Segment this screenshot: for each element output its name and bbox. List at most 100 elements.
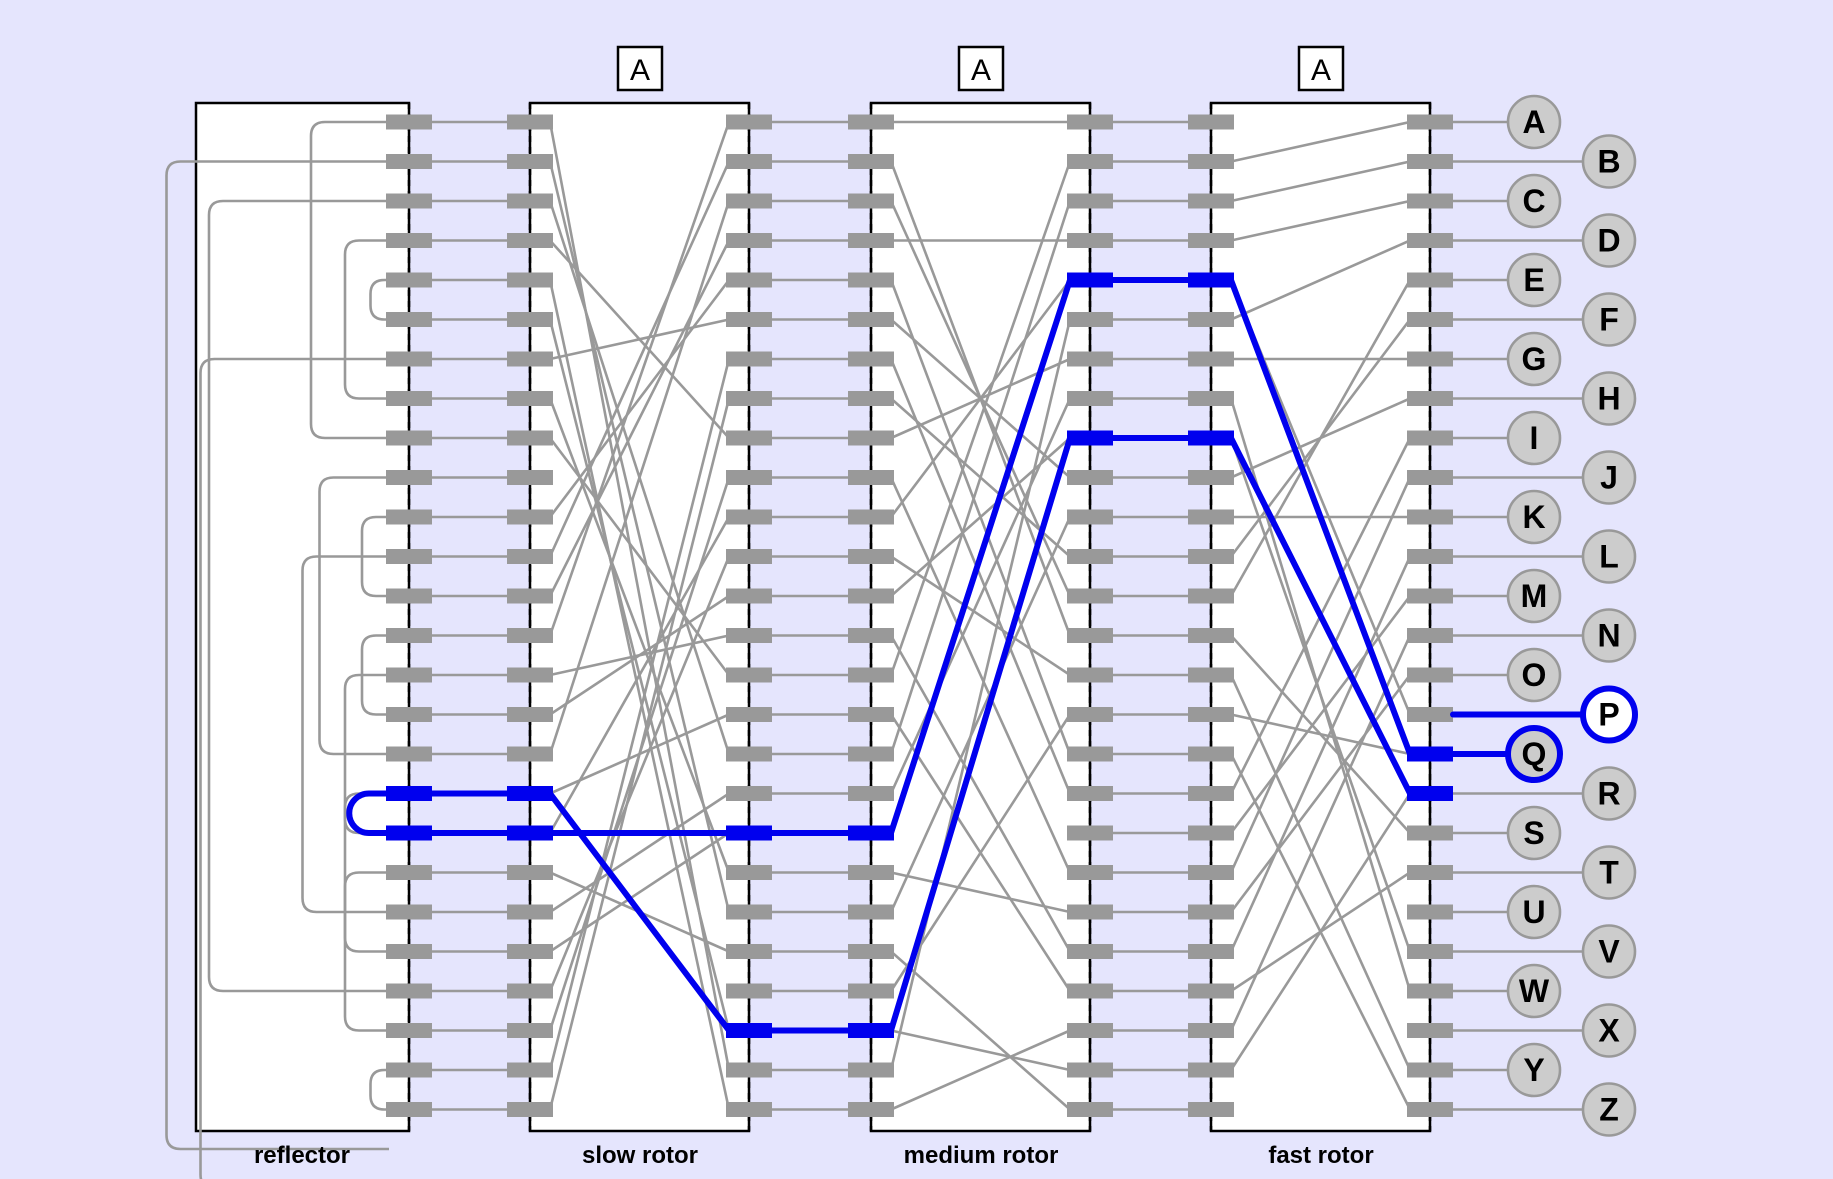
rotor-right-pin [726, 667, 772, 683]
rotor-left-pin [1188, 1102, 1234, 1117]
lamp-letter: F [1599, 302, 1619, 338]
rotor-left-pin [507, 707, 553, 722]
rotor-wire [889, 515, 1072, 914]
rotor-right-pin [1067, 233, 1113, 248]
reflector-highlight-loop [346, 790, 389, 836]
rotor-wire [1229, 673, 1412, 914]
fast-rotor-window-letter: A [1311, 54, 1331, 87]
medium-rotor-window-letter: A [971, 54, 991, 87]
rotor-left-pin [507, 391, 553, 406]
rotor-wire [889, 476, 1072, 874]
rotor-left-pin [1188, 865, 1234, 880]
lamp-e [1506, 252, 1562, 308]
slow-rotor: A slow rotor [507, 45, 772, 1169]
rotor-wire [889, 199, 1072, 756]
rotor-right-pin [726, 509, 772, 525]
rotor-right-pin [726, 193, 772, 209]
rotor-left-pin [1188, 1062, 1234, 1078]
lamp-f [1581, 292, 1637, 347]
rotor-left-pin [1188, 114, 1234, 130]
lamp-h [1581, 371, 1637, 426]
signal-path [346, 272, 1453, 1038]
rotor-wire [548, 160, 731, 914]
rotor-right-pin [1407, 1023, 1453, 1038]
medium-rotor-window [957, 45, 1005, 92]
reflector-wire [301, 555, 389, 914]
rotor-right-pin [1067, 588, 1113, 604]
rotor-right-pin [1067, 707, 1113, 722]
rotor-wire-highlight [1228, 435, 1413, 797]
rotor-left-pin [848, 154, 894, 169]
rotor-left-pin [507, 509, 553, 525]
rotor-right-pin [1067, 944, 1113, 959]
rotor-left-pin-highlight [507, 786, 553, 801]
rotor-right-pin [1407, 509, 1453, 525]
rotor-left-pin [507, 470, 553, 485]
lamp-y [1506, 1042, 1562, 1098]
lamp-letter: J [1600, 460, 1618, 496]
rotor-wire [1229, 239, 1412, 321]
lamp-letter: C [1522, 183, 1545, 219]
rotor-wire [889, 634, 1072, 953]
rotor-right-pin [1407, 430, 1453, 446]
rotor-wire-highlight [888, 435, 1073, 1034]
rotor-right-pin [1407, 944, 1453, 959]
lamp-letter: L [1599, 539, 1619, 575]
fast-rotor: A fast rotor [1188, 45, 1453, 1169]
rotor-wire [548, 397, 731, 1111]
rotor-right-pin [1067, 549, 1113, 564]
rotor-right-pin [1407, 865, 1453, 880]
slow-rotor-window-letter: A [630, 54, 650, 87]
lamp-w [1506, 963, 1562, 1019]
reflector-pin [386, 588, 432, 604]
reflector-wires [165, 120, 389, 1179]
rotor-left-pin [507, 944, 553, 959]
rotor-right-pin [1067, 154, 1113, 169]
rotor-right-pin [1407, 1102, 1453, 1117]
reflector-wire [207, 199, 389, 993]
rotor-right-pin [726, 944, 772, 959]
rotor-left-pin [848, 865, 894, 880]
rotor-left-pin [1188, 154, 1234, 169]
rotor-right-pin [1407, 470, 1453, 485]
rotor-wire [889, 160, 1072, 677]
rotor-left-pin [1188, 983, 1234, 999]
rotor-wire [548, 792, 731, 914]
lamp-n [1581, 608, 1637, 663]
reflector-pin [386, 904, 432, 920]
rotor-left-pin [848, 272, 894, 288]
reflector-pin [386, 549, 432, 564]
rotor-wire [548, 278, 731, 1111]
reflector-pin-highlight [386, 786, 432, 801]
rotor-right-pin [1067, 391, 1113, 406]
fast-rotor-pins [1188, 114, 1453, 1117]
rotor-left-pin [848, 509, 894, 525]
reflector-wire [343, 673, 389, 835]
rotor-left-pin [507, 746, 553, 762]
reflector: reflector [165, 101, 432, 1179]
rotor-left-pin [507, 983, 553, 999]
slow-rotor-window [616, 45, 664, 92]
rotor-left-pin-highlight [848, 825, 894, 841]
rotor-right-pin [1407, 351, 1453, 367]
rotor-right-pin [1067, 470, 1113, 485]
rotor-left-pin [848, 588, 894, 604]
rotor-left-pin [507, 430, 553, 446]
contact-connectors [430, 120, 1190, 1111]
rotor-left-pin [848, 944, 894, 959]
rotor-wire [548, 555, 731, 993]
reflector-pin [386, 391, 432, 406]
rotor-right-pin [1407, 312, 1453, 327]
rotor-left-pin [848, 628, 894, 643]
rotor-wire-highlight [1228, 277, 1413, 757]
rotor-left-pin [1188, 509, 1234, 525]
rotor-wire [1229, 199, 1412, 242]
rotor-wire [889, 397, 1072, 795]
reflector-pin [386, 628, 432, 643]
rotor-left-pin [848, 983, 894, 999]
rotor-right-pin [1407, 391, 1453, 406]
rotor-left-pin [507, 1023, 553, 1038]
reflector-pin [386, 944, 432, 959]
lamp-letter: X [1598, 1013, 1620, 1049]
reflector-pin [386, 509, 432, 525]
